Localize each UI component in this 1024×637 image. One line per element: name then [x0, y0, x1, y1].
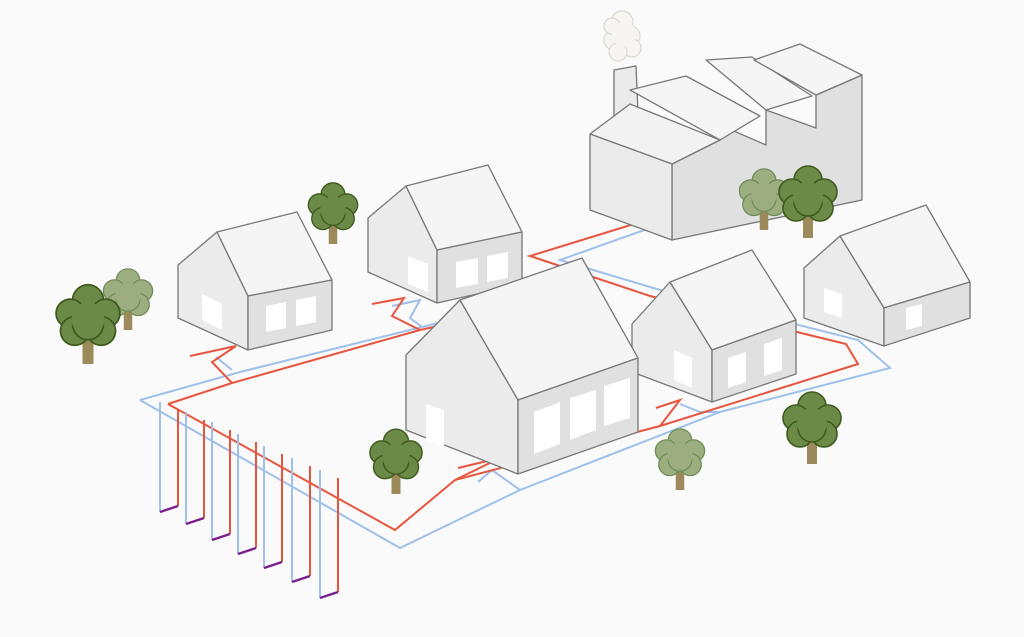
factory-roof-3: [753, 43, 863, 96]
geothermal-probe: [263, 446, 283, 570]
return-pipe-branch-house-2: [391, 298, 423, 328]
geothermal-probe: [211, 422, 231, 542]
house-3-window: [604, 378, 630, 426]
tree-trunk: [123, 304, 133, 330]
house-3-door: [426, 404, 444, 446]
return-pipe-branch-house-1: [215, 356, 233, 371]
tree-crown: [115, 282, 141, 308]
tree: [55, 283, 121, 364]
house-5-door: [824, 288, 842, 318]
factory-roof-2: [705, 56, 813, 111]
house-3: [405, 257, 639, 475]
geothermal-probe: [185, 412, 205, 526]
house-4: [631, 249, 797, 403]
return-pipe-factory: [139, 227, 893, 550]
geothermal-probe: [237, 434, 257, 556]
tree: [369, 428, 423, 494]
tree-crown: [797, 408, 827, 438]
return-pipe-branch-house-4: [679, 403, 720, 413]
house-5-window: [906, 304, 922, 330]
supply-pipe-branch-house-1: [189, 345, 237, 384]
house-3-window: [570, 390, 596, 440]
tree: [654, 428, 706, 490]
supply-pipe-branch-house-2: [371, 296, 421, 331]
house-1-window: [296, 296, 316, 326]
geothermal-probes: [159, 402, 339, 600]
house-4-window: [764, 338, 782, 376]
tree-trunk: [675, 464, 685, 490]
house-1-door: [202, 294, 222, 330]
house-2: [367, 164, 523, 304]
tree-trunk: [328, 218, 338, 244]
factory-roof-1: [629, 75, 761, 141]
house-5: [803, 204, 971, 347]
tree-trunk: [391, 467, 401, 494]
tree-crown: [71, 302, 105, 336]
house-1: [177, 211, 333, 351]
house-3-window: [534, 402, 560, 454]
supply-pipe-branch-house-4: [655, 398, 683, 427]
trees: [55, 165, 842, 494]
tree-trunk: [82, 331, 94, 364]
tree: [782, 391, 842, 464]
geothermal-probe: [159, 402, 179, 514]
tree-crown: [320, 196, 346, 222]
factory: [589, 10, 863, 241]
tree-trunk: [759, 204, 769, 230]
tree-crown: [793, 182, 823, 212]
house-2-window: [456, 258, 478, 288]
house-1-window: [266, 302, 286, 332]
tree-trunk: [803, 208, 813, 238]
tree-crown: [751, 182, 777, 208]
tree-crown: [382, 443, 410, 471]
house-4-window: [728, 352, 746, 388]
tree: [778, 165, 838, 238]
geothermal-probe: [291, 458, 311, 584]
house-4-door: [674, 350, 692, 388]
factory-front-wall: [589, 133, 673, 241]
house-2-window: [487, 252, 508, 282]
tree: [307, 182, 359, 244]
house-2-door: [408, 256, 428, 292]
tree-crown: [667, 442, 693, 468]
tree-trunk: [807, 434, 817, 464]
geothermal-probe: [319, 470, 339, 600]
smoke-cloud: [603, 10, 642, 62]
